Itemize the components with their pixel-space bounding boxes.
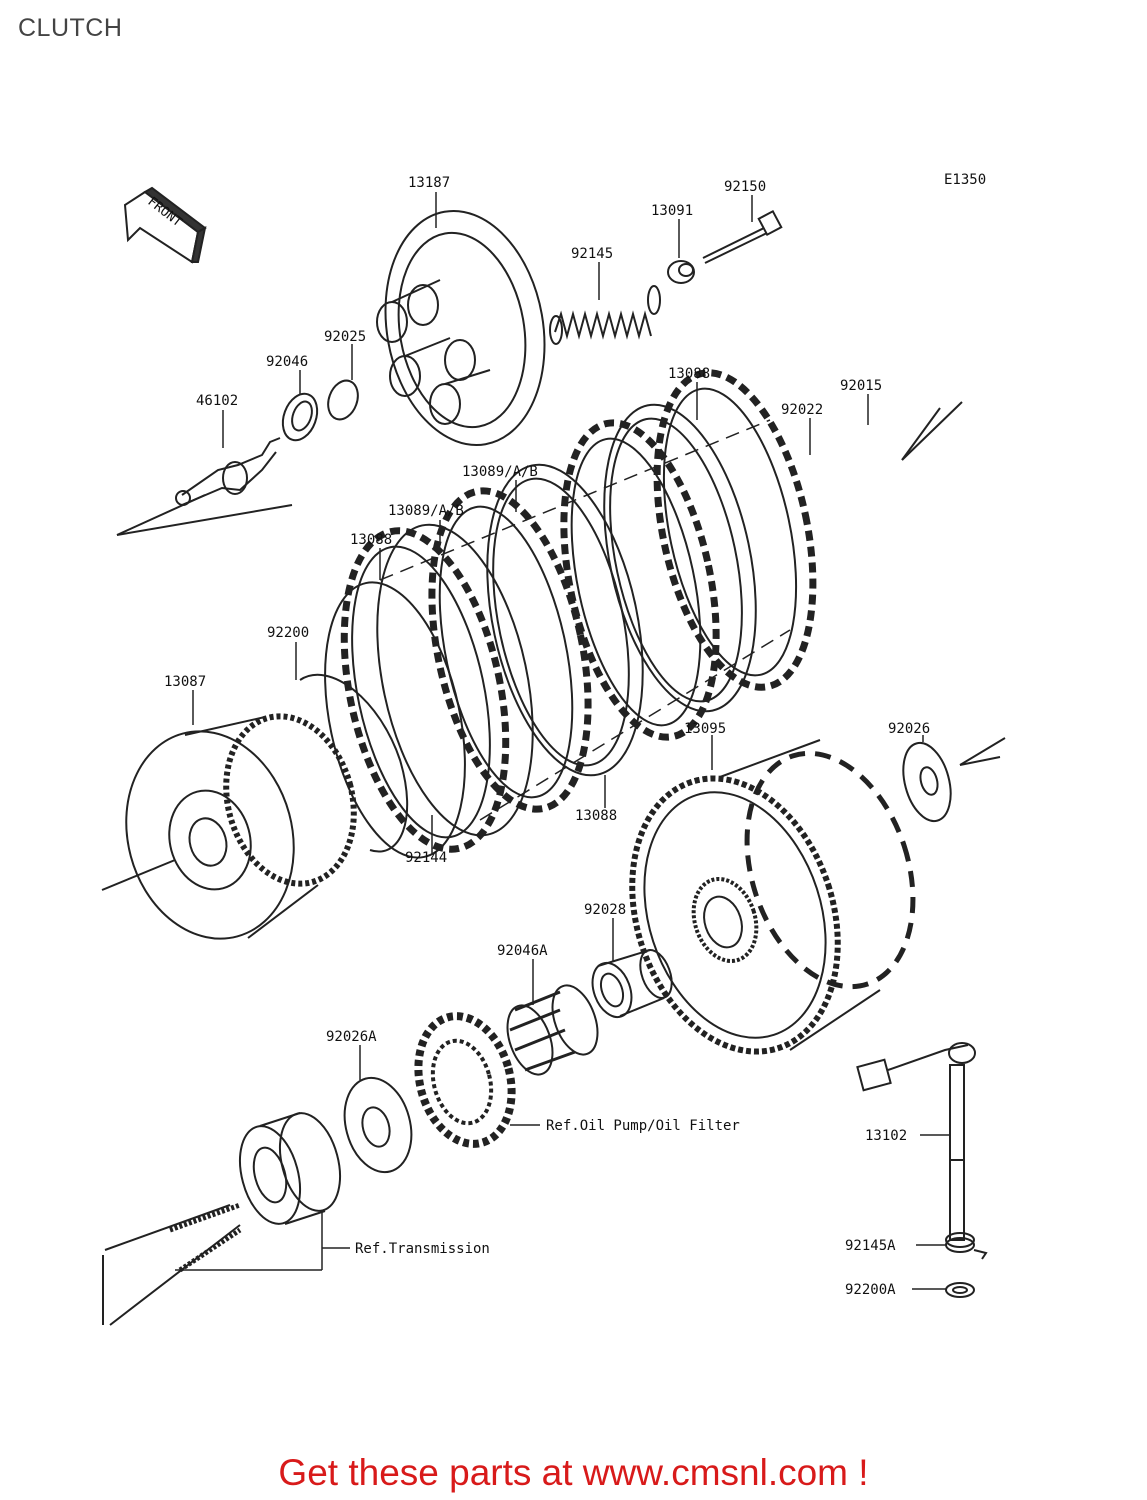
- friction-plate-13088-first: [340, 527, 510, 853]
- clutch-hub-13087: [125, 713, 357, 940]
- footer-promo: Get these parts at www.cmsnl.com !: [0, 1452, 1147, 1494]
- part-label-92200: 92200: [267, 625, 309, 641]
- oil-pump-drive-gear: [414, 1012, 516, 1148]
- friction-plate-13088-front: [428, 487, 592, 813]
- part-label-92046A: 92046A: [497, 943, 548, 959]
- part-label-13091: 13091: [651, 203, 693, 219]
- needle-bearing-92046A: [506, 984, 599, 1076]
- part-label-13089-lower: 13089/A/B: [388, 503, 464, 519]
- collar-13091: [667, 260, 695, 284]
- part-label-13088-bottom: 13088: [575, 808, 617, 824]
- front-arrow-icon: FRONT: [123, 186, 207, 264]
- part-label-13089-upper: 13089/A/B: [462, 464, 538, 480]
- bolt-92150: [702, 209, 783, 264]
- part-label-13095: 13095: [684, 721, 726, 737]
- friction-plate-13088-rear: [653, 369, 817, 691]
- steel-plate-13089-front: [376, 523, 534, 837]
- collar-92028: [591, 949, 673, 1019]
- part-label-13088-left: 13088: [350, 532, 392, 548]
- washer-92025: [327, 379, 359, 421]
- steel-plate-13089-mid: [486, 463, 644, 777]
- transmission-shaft: [102, 1202, 242, 1326]
- diagram-code-label: E1350: [944, 172, 986, 188]
- clutch-housing-13095: [629, 739, 916, 1055]
- circlip-92200: [299, 673, 409, 853]
- part-label-92026: 92026: [888, 721, 930, 737]
- pusher-46102: [175, 437, 281, 506]
- part-label-92028: 92028: [584, 902, 626, 918]
- part-label-13088-top: 13088: [668, 366, 710, 382]
- part-label-13187: 13187: [408, 175, 450, 191]
- circlip-92200A: [945, 1282, 975, 1298]
- judder-spring-92144: [324, 581, 466, 859]
- page-title: CLUTCH: [18, 14, 123, 42]
- spring-92145A: [945, 1232, 988, 1260]
- part-label-13102: 13102: [865, 1128, 907, 1144]
- part-label-46102: 46102: [196, 393, 238, 409]
- release-lever-13102: [856, 1042, 976, 1241]
- bearing-92046: [281, 392, 319, 442]
- ref-transmission-label: Ref.Transmission: [355, 1241, 490, 1257]
- part-label-92026A: 92026A: [326, 1029, 377, 1045]
- spring-92145: [549, 285, 661, 345]
- part-label-92025: 92025: [324, 329, 366, 345]
- washer-92026A: [343, 1076, 413, 1174]
- part-label-92144: 92144: [405, 850, 447, 866]
- part-label-13087: 13087: [164, 674, 206, 690]
- footer-link[interactable]: Get these parts at www.cmsnl.com !: [278, 1452, 869, 1493]
- part-label-92022: 92022: [781, 402, 823, 418]
- part-label-92145A: 92145A: [845, 1238, 896, 1254]
- part-label-92200A: 92200A: [845, 1282, 896, 1298]
- part-label-92046: 92046: [266, 354, 308, 370]
- ref-oil-pump-label: Ref.Oil Pump/Oil Filter: [546, 1118, 740, 1134]
- ball-bearing: [239, 1112, 341, 1225]
- part-label-92015: 92015: [840, 378, 882, 394]
- pressure-plate-13187: [376, 210, 546, 446]
- part-label-92150: 92150: [724, 179, 766, 195]
- part-label-92145: 92145: [571, 246, 613, 262]
- washer-92026: [902, 741, 952, 823]
